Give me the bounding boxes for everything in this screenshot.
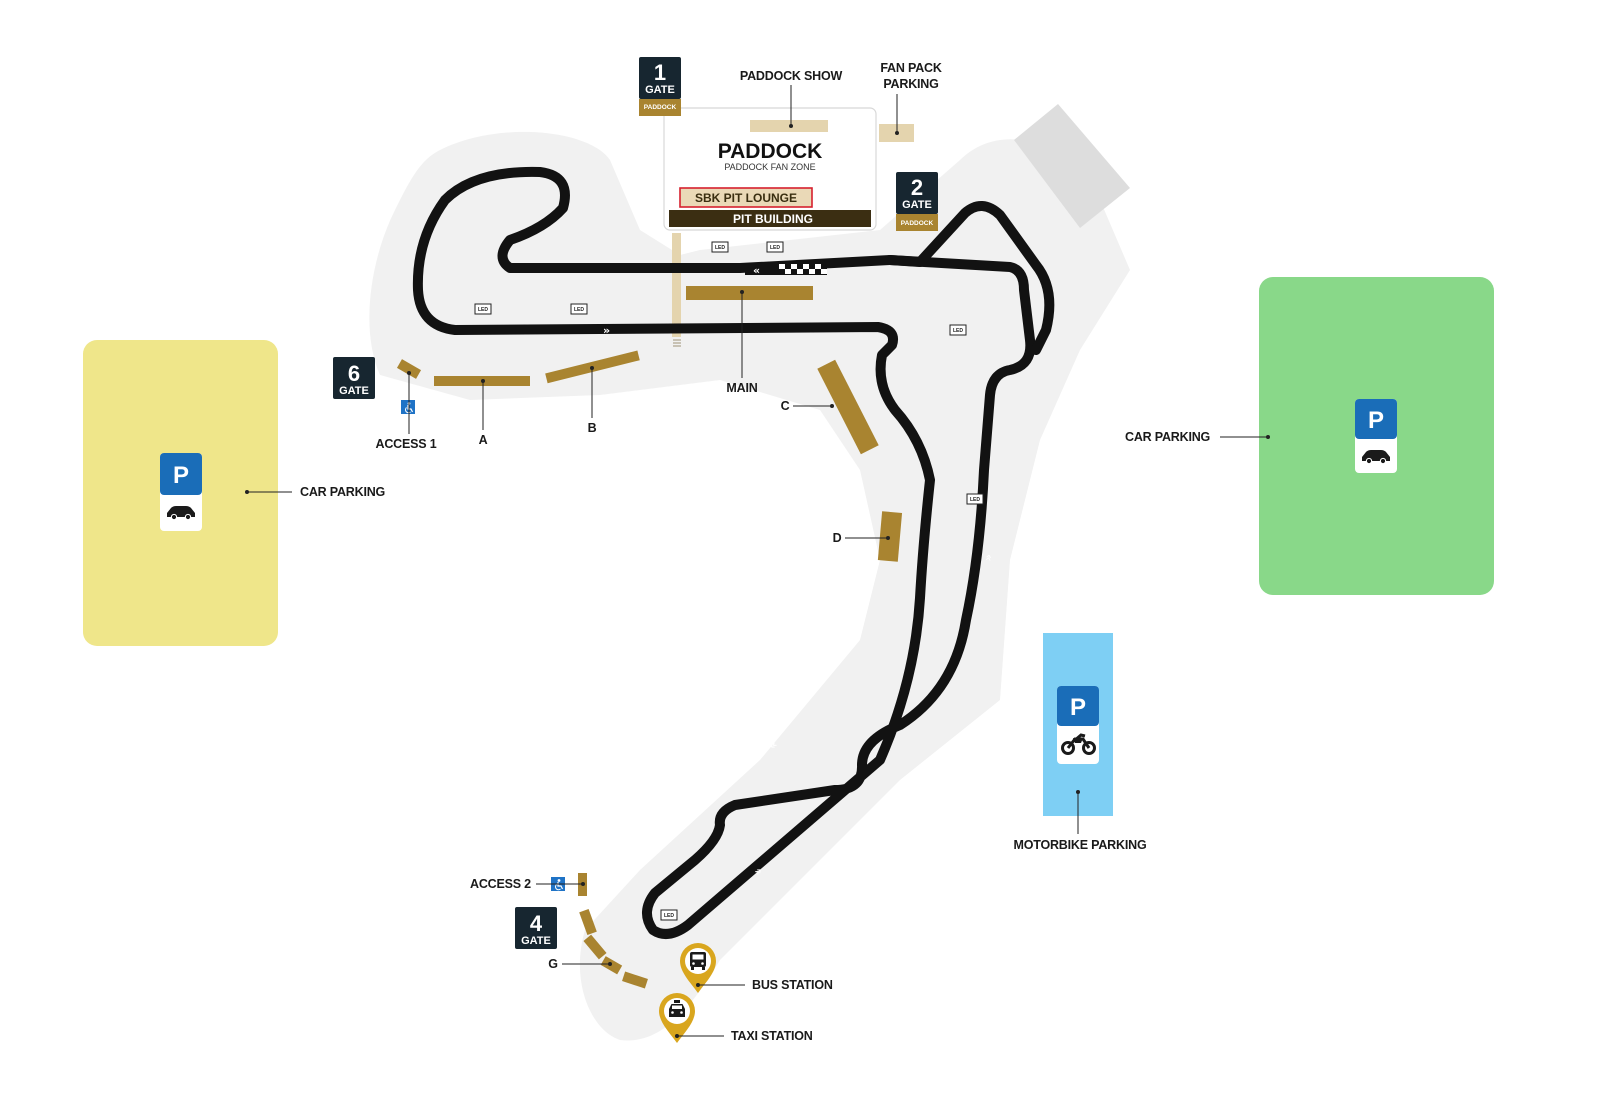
direction-chevron-icon: » <box>603 324 610 337</box>
gate-4[interactable]: 4 GATE <box>515 907 557 949</box>
grey-building-block <box>1014 104 1130 228</box>
race-track <box>412 166 1036 939</box>
svg-text:LED: LED <box>970 497 980 503</box>
gate-1[interactable]: 1 GATE PADDOCK <box>639 57 681 116</box>
stand-main-label: MAIN <box>726 381 757 395</box>
svg-text:GATE: GATE <box>521 935 551 947</box>
svg-text:P: P <box>1368 407 1384 434</box>
pit-lane-connector <box>672 233 681 337</box>
sbk-pit-lounge[interactable] <box>679 187 813 208</box>
stand-d-label: D <box>833 531 842 545</box>
svg-text:PADDOCK: PADDOCK <box>901 220 934 227</box>
taxi-station-label: TAXI STATION <box>731 1029 813 1043</box>
spectator-zone <box>369 131 1130 1041</box>
stand-a-label: A <box>479 433 488 447</box>
bus-icon <box>690 952 706 970</box>
led-screen-icon: LED <box>949 324 967 336</box>
car-icon <box>1362 450 1390 465</box>
svg-text:GATE: GATE <box>645 84 675 96</box>
taxi-icon <box>669 1000 685 1017</box>
sbk-pit-lounge-label: SBK PIT LOUNGE <box>695 191 797 205</box>
parking-sign-icon: P <box>1355 399 1397 473</box>
direction-chevron-icon: « <box>753 264 760 277</box>
access-1-label: ACCESS 1 <box>376 437 437 451</box>
svg-text:LED: LED <box>664 913 674 919</box>
parking-sign-icon: P <box>160 453 202 531</box>
fan-pack-parking-label-line2: PARKING <box>883 77 938 91</box>
gate-2[interactable]: 2 GATE PADDOCK <box>896 172 938 231</box>
stand-main[interactable] <box>686 286 813 300</box>
stand-d[interactable] <box>877 511 903 562</box>
svg-text:LED: LED <box>953 328 963 334</box>
stand-g-label: G <box>548 957 558 971</box>
svg-text:P: P <box>173 462 189 489</box>
svg-text:1: 1 <box>654 60 666 85</box>
led-screen-icon: LED <box>966 493 984 505</box>
stand-c[interactable] <box>817 359 879 455</box>
car-parking-east-label: CAR PARKING <box>1125 430 1210 444</box>
gate-6[interactable]: 6 GATE <box>333 357 375 399</box>
race-track-east-loop <box>885 201 1055 355</box>
svg-text:6: 6 <box>348 361 360 386</box>
svg-text:LED: LED <box>715 245 725 251</box>
motorbike-icon <box>1061 733 1096 755</box>
stand-c-label: C <box>781 399 790 413</box>
led-screen-icon: LED <box>766 241 784 253</box>
access-2-label: ACCESS 2 <box>470 877 531 891</box>
bus-station-pin[interactable] <box>680 943 716 993</box>
led-screen-icon: LED <box>570 303 588 315</box>
svg-text:2: 2 <box>911 175 923 200</box>
label-leader-lines <box>245 85 1270 1038</box>
svg-text:LED: LED <box>770 245 780 251</box>
svg-text:P: P <box>1070 694 1086 721</box>
stand-access-1[interactable] <box>396 359 422 379</box>
svg-text:4: 4 <box>530 911 543 936</box>
led-screen-icon: LED <box>474 303 492 315</box>
direction-chevron-icon: » <box>981 553 995 562</box>
svg-text:LED: LED <box>574 307 584 313</box>
paddock-title: PADDOCK <box>718 140 823 163</box>
svg-text:PADDOCK: PADDOCK <box>644 104 677 111</box>
svg-text:LED: LED <box>478 307 488 313</box>
paddock-subtitle: PADDOCK FAN ZONE <box>724 162 815 172</box>
led-screen-icon: LED <box>711 241 729 253</box>
taxi-station-pin[interactable] <box>659 993 695 1043</box>
parking-sign-icon: P <box>1057 686 1099 764</box>
bus-station-label: BUS STATION <box>752 978 833 992</box>
led-screen-icon: LED <box>660 909 678 921</box>
car-parking-west-label: CAR PARKING <box>300 485 385 499</box>
checkered-flag-icon <box>745 264 827 275</box>
motorbike-parking-label: MOTORBIKE PARKING <box>1014 838 1147 852</box>
paddock-show-label: PADDOCK SHOW <box>740 69 843 83</box>
svg-text:GATE: GATE <box>339 385 369 397</box>
svg-text:GATE: GATE <box>902 199 932 211</box>
car-icon <box>167 506 195 521</box>
wheelchair-icon <box>401 400 415 414</box>
pit-lane-stripes <box>673 339 681 347</box>
pit-building-label: PIT BUILDING <box>733 212 813 226</box>
stand-b-label: B <box>588 421 597 435</box>
fan-pack-parking-label: FAN PACK <box>880 61 942 75</box>
pit-building[interactable] <box>669 210 871 227</box>
